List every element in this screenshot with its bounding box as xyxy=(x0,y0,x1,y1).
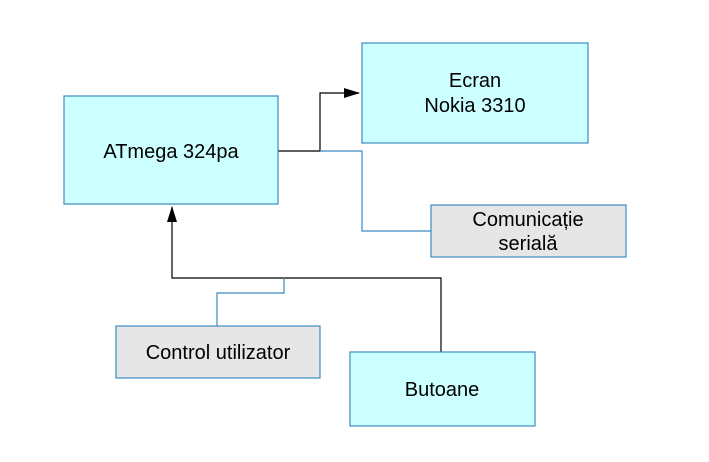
lcd-block: Ecran Nokia 3310 xyxy=(361,42,589,144)
buttons-box xyxy=(349,351,536,427)
mcu-block: ATmega 324pa xyxy=(63,95,279,205)
user-control-block: Control utilizator xyxy=(115,325,321,379)
lcd-label-line1: Ecran xyxy=(449,70,501,92)
mcu-to-serial-line xyxy=(320,150,431,232)
user-control-box xyxy=(115,325,321,379)
serial-label-line1: Comunicație xyxy=(472,209,583,231)
lcd-label-line2: Nokia 3310 xyxy=(424,95,525,117)
lcd-box xyxy=(361,42,589,144)
mcu-label: ATmega 324pa xyxy=(103,141,239,163)
mcu-box xyxy=(63,95,279,205)
serial-block: Comunicație serială xyxy=(430,204,627,258)
mcu-to-lcd-arrow xyxy=(278,88,360,152)
user-control-label: Control utilizator xyxy=(146,342,291,364)
serial-label-line2: serială xyxy=(499,233,559,255)
connectors xyxy=(167,88,442,352)
buttons-to-mcu-arrow xyxy=(167,206,442,352)
serial-box xyxy=(430,204,627,258)
user-control-to-bus-line xyxy=(216,278,285,326)
buttons-label: Butoane xyxy=(405,379,480,401)
buttons-block: Butoane xyxy=(349,351,536,427)
